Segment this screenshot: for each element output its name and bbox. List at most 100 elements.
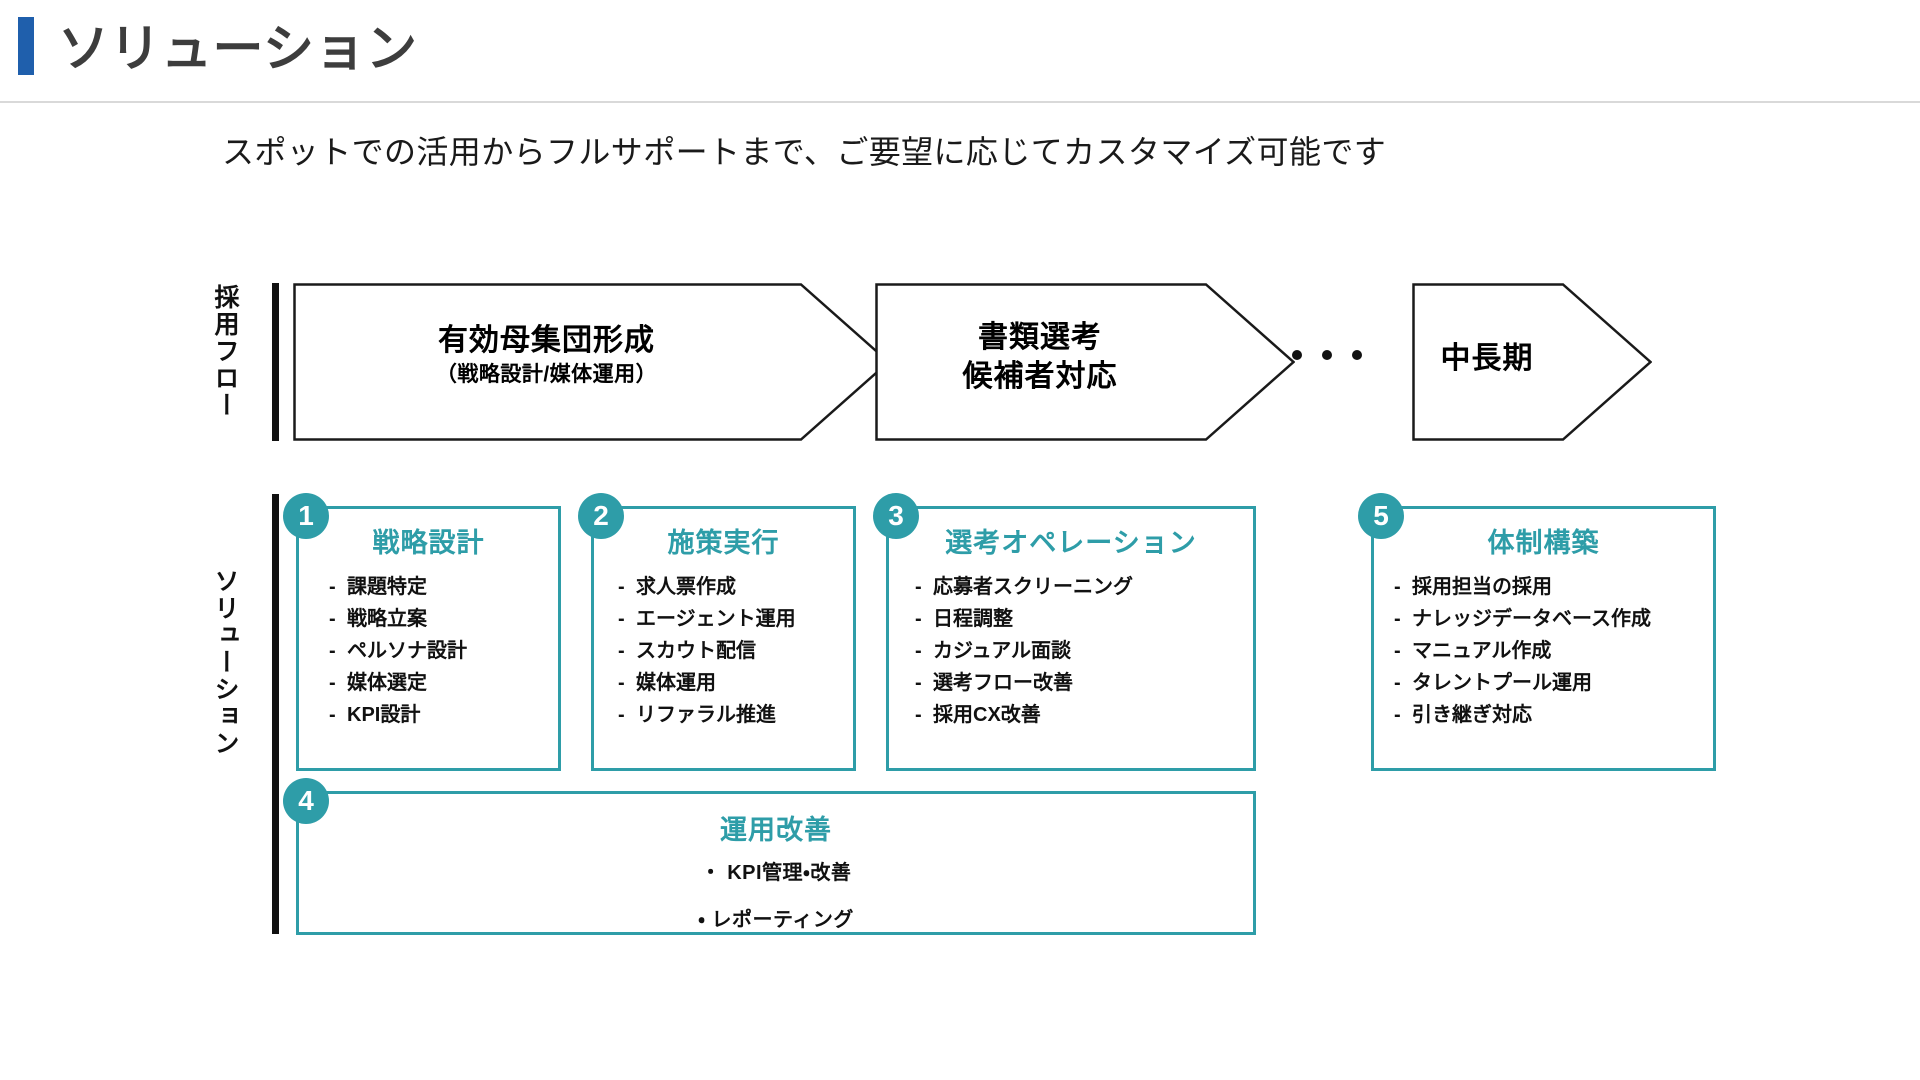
dash-icon: - (329, 640, 336, 662)
list-item: -リファラル推進 (618, 705, 796, 725)
list-item-label: 採用CX改善 (933, 704, 1041, 726)
ellipsis-dot (1352, 350, 1362, 360)
list-item-label: 媒体選定 (347, 672, 427, 694)
list-item: -マニュアル作成 (1394, 641, 1651, 661)
dash-icon: - (618, 576, 625, 598)
list-item: -ナレッジデータベース作成 (1394, 609, 1651, 629)
solution-card-4-list: ・ KPI管理・改善 ・ レポーティング (299, 856, 1253, 950)
list-item-label: KPI設計 (347, 704, 421, 726)
list-item-label: リファラル推進 (636, 704, 776, 726)
list-item-label: 採用担当の採用 (1412, 576, 1552, 598)
header-accent-bar (18, 17, 34, 75)
dash-icon: - (329, 576, 336, 598)
list-item-label: 課題特定 (347, 576, 427, 598)
list-item-label: エージェント運用 (636, 608, 796, 630)
dash-icon: - (329, 608, 336, 630)
dash-icon: - (618, 640, 625, 662)
list-item: -カジュアル面談 (915, 641, 1133, 661)
dash-icon: - (1394, 672, 1401, 694)
solution-card-3[interactable]: 選考オペレーション -応募者スクリーニング -日程調整 -カジュアル面談 -選考… (886, 506, 1256, 771)
page-title: ソリューション (58, 20, 418, 77)
dash-icon: - (618, 608, 625, 630)
solution-card-3-title: 選考オペレーション (945, 528, 1197, 558)
flow-ellipsis (1292, 350, 1362, 360)
list-item-label: 戦略立案 (347, 608, 427, 630)
list-item: -スカウト配信 (618, 641, 796, 661)
dash-icon: - (618, 672, 625, 694)
flow-step-3[interactable]: 中長期 (1412, 283, 1652, 441)
flow-step-2[interactable]: 書類選考 候補者対応 (875, 283, 1295, 441)
solution-rail-line (272, 494, 279, 934)
solution-rail-label: ソリューション (211, 568, 239, 757)
list-item-label: 求人票作成 (636, 576, 736, 598)
list-item: -求人票作成 (618, 577, 796, 597)
dash-icon: - (329, 704, 336, 726)
chevron-shape-icon (293, 283, 890, 441)
dash-icon: - (915, 608, 922, 630)
list-item: -選考フロー改善 (915, 673, 1133, 693)
list-item: -KPI設計 (329, 705, 467, 725)
list-item-label: スカウト配信 (636, 640, 756, 662)
list-item-label: タレントプール運用 (1412, 672, 1592, 694)
dash-icon: - (915, 704, 922, 726)
dash-icon: - (915, 640, 922, 662)
list-item: -採用CX改善 (915, 705, 1133, 725)
dash-icon: - (618, 704, 625, 726)
flow-rail-label: 採用フロー (211, 284, 239, 419)
list-item: -戦略立案 (329, 609, 467, 629)
list-item: -ペルソナ設計 (329, 641, 467, 661)
dash-icon: - (1394, 640, 1401, 662)
solution-card-1-title: 戦略設計 (372, 528, 485, 558)
page-subtitle: スポットでの活用からフルサポートまで、ご要望に応じてカスタマイズ可能です (222, 134, 1387, 170)
dash-icon: - (329, 672, 336, 694)
list-item-label: カジュアル面談 (933, 640, 1071, 662)
list-item-label: 日程調整 (933, 608, 1013, 630)
list-item: -引き継ぎ対応 (1394, 705, 1651, 725)
dash-icon: - (915, 672, 922, 694)
list-item-label: 媒体運用 (636, 672, 716, 694)
solution-badge-5: 5 (1358, 493, 1404, 539)
solution-card-5[interactable]: 体制構築 -採用担当の採用 -ナレッジデータベース作成 -マニュアル作成 -タレ… (1371, 506, 1716, 771)
list-item-label: 応募者スクリーニング (933, 576, 1133, 598)
list-item: -媒体選定 (329, 673, 467, 693)
list-item-label: ナレッジデータベース作成 (1412, 608, 1651, 630)
dash-icon: - (915, 576, 922, 598)
list-item: -媒体運用 (618, 673, 796, 693)
flow-rail-line (272, 283, 279, 441)
solution-badge-3: 3 (873, 493, 919, 539)
chevron-shape-icon (1412, 283, 1652, 441)
solution-card-1[interactable]: 戦略設計 -課題特定 -戦略立案 -ペルソナ設計 -媒体選定 -KPI設計 (296, 506, 561, 771)
list-item: ・ レポーティング (698, 909, 854, 931)
solution-card-5-list: -採用担当の採用 -ナレッジデータベース作成 -マニュアル作成 -タレントプール… (1394, 577, 1651, 737)
solution-card-2-title: 施策実行 (667, 528, 780, 558)
solution-card-2-list: -求人票作成 -エージェント運用 -スカウト配信 -媒体運用 -リファラル推進 (618, 577, 796, 737)
list-item-label: マニュアル作成 (1412, 640, 1552, 662)
solution-card-5-title: 体制構築 (1487, 528, 1600, 558)
solution-badge-4: 4 (283, 778, 329, 824)
dash-icon: - (1394, 576, 1401, 598)
solution-card-4-title: 運用改善 (720, 815, 832, 845)
solution-card-1-list: -課題特定 -戦略立案 -ペルソナ設計 -媒体選定 -KPI設計 (329, 577, 467, 737)
list-item-label: 引き継ぎ対応 (1412, 704, 1532, 726)
chevron-shape-icon (875, 283, 1295, 441)
list-item: -採用担当の採用 (1394, 577, 1651, 597)
solution-badge-1: 1 (283, 493, 329, 539)
flow-step-1[interactable]: 有効母集団形成 （戦略設計/媒体運用） (293, 283, 890, 441)
solution-card-4[interactable]: 運用改善 ・ KPI管理・改善 ・ レポーティング (296, 791, 1256, 935)
list-item: -タレントプール運用 (1394, 673, 1651, 693)
list-item-label: ペルソナ設計 (347, 640, 467, 662)
list-item-label: 選考フロー改善 (933, 672, 1073, 694)
list-item: -応募者スクリーニング (915, 577, 1133, 597)
dash-icon: - (1394, 608, 1401, 630)
ellipsis-dot (1322, 350, 1332, 360)
page-header: ソリューション (0, 0, 1920, 103)
list-item: -エージェント運用 (618, 609, 796, 629)
dash-icon: - (1394, 704, 1401, 726)
solution-badge-2: 2 (578, 493, 624, 539)
list-item: -課題特定 (329, 577, 467, 597)
ellipsis-dot (1292, 350, 1302, 360)
list-item: ・ KPI管理・改善 (700, 862, 852, 884)
solution-card-3-list: -応募者スクリーニング -日程調整 -カジュアル面談 -選考フロー改善 -採用C… (915, 577, 1133, 737)
list-item: -日程調整 (915, 609, 1133, 629)
solution-card-2[interactable]: 施策実行 -求人票作成 -エージェント運用 -スカウト配信 -媒体運用 -リファ… (591, 506, 856, 771)
